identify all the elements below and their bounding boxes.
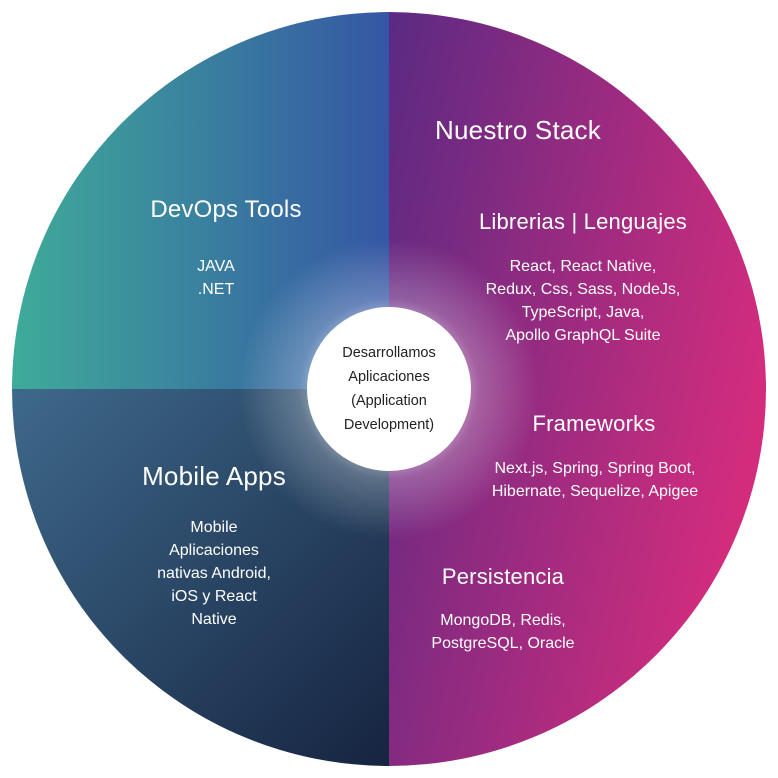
- center-line: Development): [343, 417, 435, 433]
- mobile-item: iOS y React: [171, 588, 257, 605]
- mobile-item: Mobile: [190, 519, 238, 536]
- center-label: Desarrollamos Aplicaciones (Application …: [307, 341, 471, 437]
- persistence-line: PostgreSQL, Oracle: [431, 635, 575, 652]
- center-line: (Application: [351, 393, 427, 409]
- frameworks-line: Next.js, Spring, Spring Boot,: [494, 460, 696, 477]
- mobile-items: Mobile Aplicaciones nativas Android, iOS…: [124, 516, 304, 631]
- frameworks-title: Frameworks: [532, 411, 656, 436]
- devops-item: .NET: [197, 281, 235, 298]
- center-line: Aplicaciones: [348, 369, 430, 385]
- center-line: Desarrollamos: [342, 345, 436, 361]
- frameworks-line: Hibernate, Sequelize, Apigee: [491, 483, 699, 500]
- mobile-item: Aplicaciones: [169, 542, 259, 559]
- mobile-item: Native: [191, 611, 237, 628]
- devops-items: JAVA .NET: [136, 255, 296, 301]
- persistence-title: Persistencia: [441, 564, 565, 589]
- devops-title: DevOps Tools: [150, 196, 302, 223]
- libraries-list: React, React Native, Redux, Css, Sass, N…: [452, 255, 714, 347]
- stack-title: Nuestro Stack: [435, 115, 601, 145]
- libraries-line: React, React Native,: [509, 258, 657, 275]
- devops-item: JAVA: [197, 258, 235, 275]
- frameworks-list: Next.js, Spring, Spring Boot, Hibernate,…: [460, 457, 730, 503]
- persistence-list: MongoDB, Redis, PostgreSQL, Oracle: [413, 609, 593, 655]
- libraries-line: TypeScript, Java,: [521, 304, 645, 321]
- mobile-item: nativas Android,: [157, 565, 271, 582]
- libraries-line: Redux, Css, Sass, NodeJs,: [485, 281, 681, 298]
- libraries-title: Librerias | Lenguajes: [478, 209, 688, 234]
- persistence-line: MongoDB, Redis,: [440, 612, 566, 629]
- libraries-line: Apollo GraphQL Suite: [505, 327, 661, 344]
- mobile-title: Mobile Apps: [142, 461, 286, 491]
- center-circle: [307, 307, 471, 471]
